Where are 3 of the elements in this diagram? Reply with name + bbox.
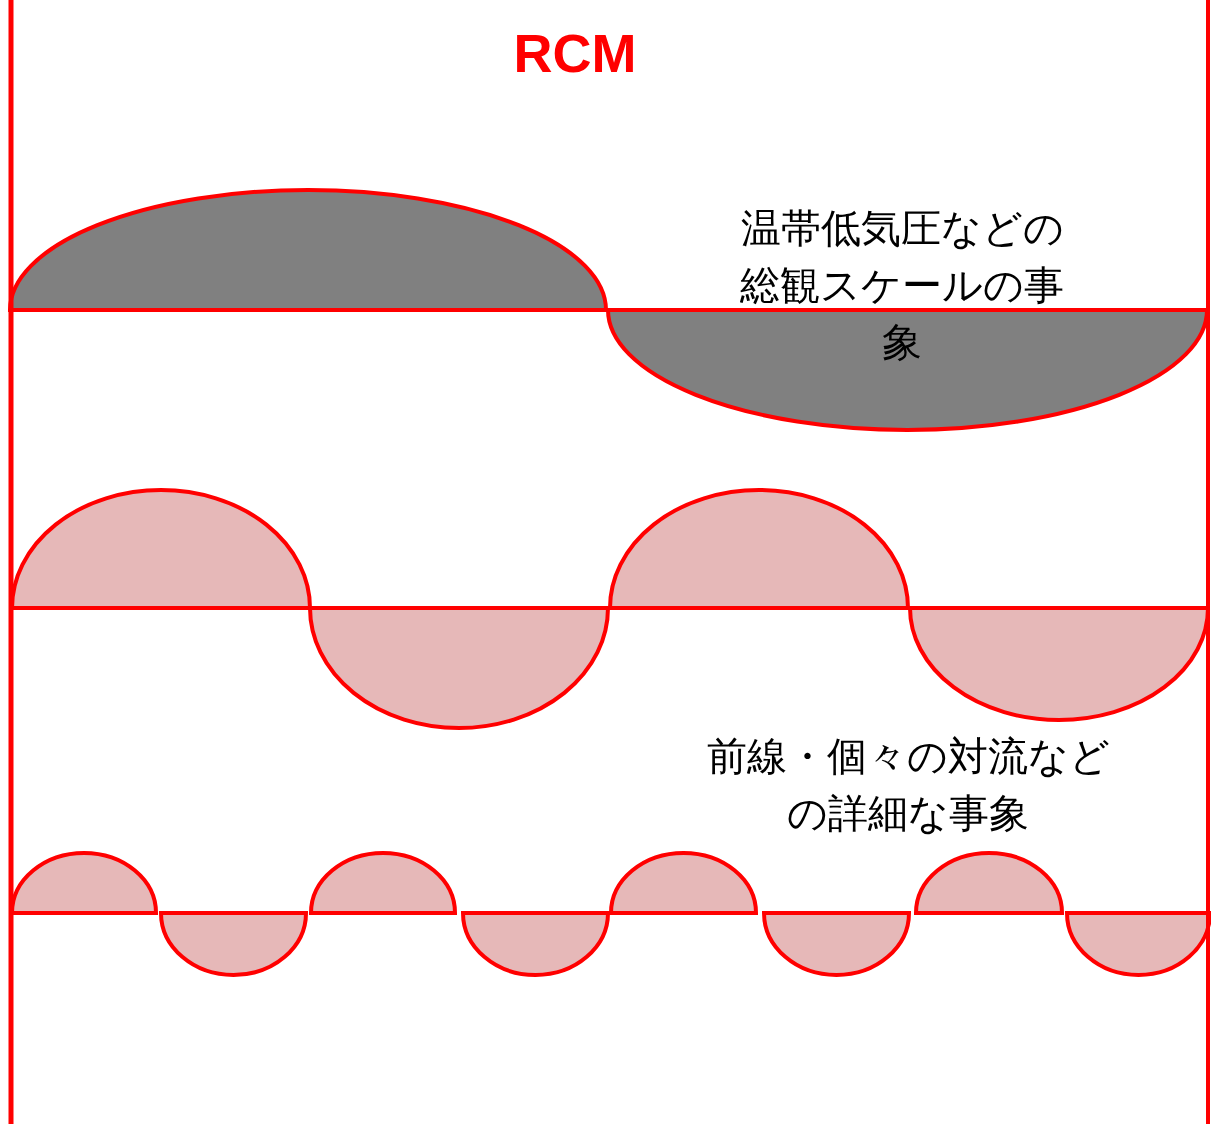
annotation-text: 温帯低気圧などの総観スケールの事象 <box>739 204 1065 367</box>
annotation-text: 前線・個々の対流などの詳細な事象 <box>705 732 1111 838</box>
title: RCM <box>512 22 638 84</box>
